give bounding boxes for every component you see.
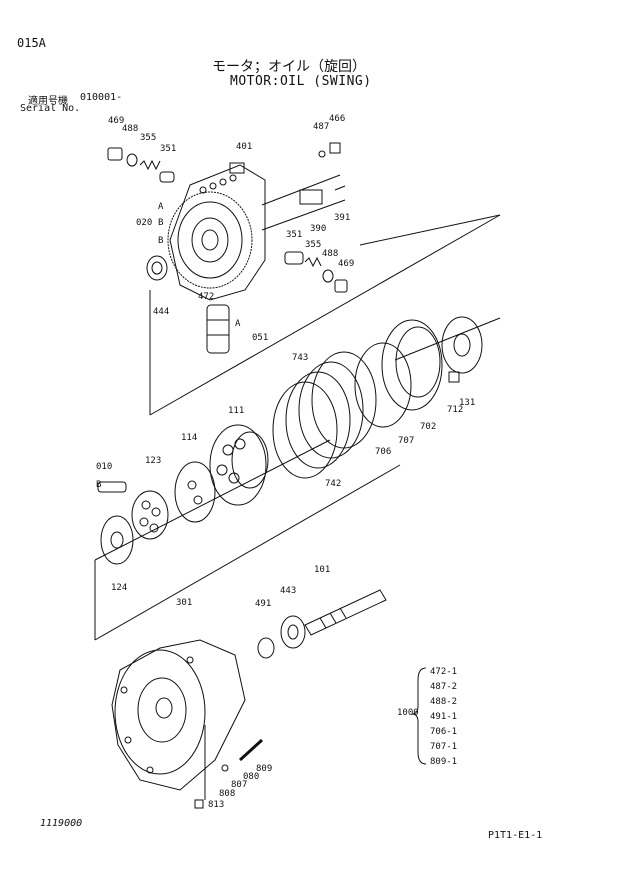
- callout-443: 443: [280, 586, 297, 596]
- callout-124: 124: [111, 583, 128, 593]
- callout-807: 807: [231, 780, 248, 790]
- piston-assy-123-part: [131, 490, 169, 540]
- bolt-466-part: [329, 142, 341, 154]
- callout-487: 487: [313, 122, 330, 132]
- callout-712: 712: [447, 405, 464, 415]
- kit-number: 1000: [397, 708, 419, 718]
- callout-707: 707: [398, 436, 415, 446]
- callout-123: 123: [145, 456, 162, 466]
- plug-469-part: [107, 147, 123, 161]
- plate-124-part: [100, 515, 134, 565]
- callout-301: 301: [176, 598, 193, 608]
- callout-101: 101: [314, 565, 331, 575]
- retainer-plate-114-part: [174, 461, 216, 523]
- serial-number-value: 010001-: [80, 92, 123, 103]
- callout-B: B: [96, 480, 102, 490]
- plug-401-part: [229, 162, 245, 174]
- callout-472: 472: [198, 292, 215, 302]
- callout-390: 390: [310, 224, 327, 234]
- callout-469: 469: [108, 116, 125, 126]
- callout-355: 355: [305, 240, 322, 250]
- callout-444: 444: [153, 307, 170, 317]
- callout-742: 742: [325, 479, 342, 489]
- callout-114: 114: [181, 433, 198, 443]
- footer-reference: 1119000: [40, 818, 83, 829]
- spring-355-part: [139, 159, 161, 171]
- callout-020: 020: [136, 218, 153, 228]
- plate-131-part: [441, 316, 483, 374]
- callout-813: 813: [208, 800, 225, 810]
- kit-item: 488-2: [430, 697, 458, 707]
- o-ring-706-part: [354, 342, 412, 428]
- brake-piston-702-part: [381, 319, 443, 411]
- callout-351: 351: [160, 144, 177, 154]
- callout-B: B: [158, 236, 164, 246]
- callout-469: 469: [338, 259, 355, 269]
- drive-shaft-101-part: [304, 589, 387, 636]
- o-ring-488-part: [126, 153, 138, 167]
- callout-051: 051: [252, 333, 269, 343]
- kit-item: 809-1: [430, 757, 458, 767]
- motor-housing-301-part: [111, 639, 246, 791]
- spool-351-part: [159, 171, 175, 183]
- callout-A: A: [158, 202, 164, 212]
- footer-page-id: P1T1-E1-1: [488, 830, 543, 841]
- serial-label-japanese: 適用号機: [28, 96, 68, 107]
- callout-488: 488: [122, 124, 139, 134]
- callout-080: 080: [243, 772, 260, 782]
- kit-item-list: 472-1 487-2 488-2 491-1 706-1 707-1 809-…: [430, 665, 457, 770]
- kit-item: 472-1: [430, 667, 458, 677]
- page-title-english: MOTOR:OIL (SWING): [230, 74, 372, 89]
- kit-item: 487-2: [430, 682, 458, 692]
- callout-351: 351: [286, 230, 303, 240]
- callout-702: 702: [420, 422, 437, 432]
- page-title-japanese: モータ；オイル（旋回）: [212, 59, 366, 75]
- kit-item: 707-1: [430, 742, 458, 752]
- page-code: 015A: [17, 36, 46, 50]
- callout-355: 355: [140, 133, 157, 143]
- callout-488: 488: [322, 249, 339, 259]
- plate-390-part: [299, 189, 323, 205]
- callout-391: 391: [334, 213, 351, 223]
- bearing-443-part: [280, 615, 306, 649]
- serial-label-english: Serial No.: [20, 103, 81, 114]
- callout-401: 401: [236, 142, 253, 152]
- callout-A: A: [235, 319, 241, 329]
- callout-743: 743: [292, 353, 309, 363]
- callout-010: 010: [96, 462, 113, 472]
- callout-111: 111: [228, 406, 245, 416]
- plate-set-743-part: [272, 351, 377, 479]
- valve-casing-part: [169, 164, 346, 301]
- collar-491-part: [257, 637, 275, 659]
- callout-466: 466: [329, 114, 346, 124]
- callout-B: B: [158, 218, 164, 228]
- kit-item: 491-1: [430, 712, 458, 722]
- callout-809: 809: [256, 764, 273, 774]
- cylinder-block-111-part: [209, 424, 269, 506]
- callout-808: 808: [219, 789, 236, 799]
- callout-131: 131: [459, 398, 476, 408]
- callout-491: 491: [255, 599, 272, 609]
- kit-item: 706-1: [430, 727, 458, 737]
- callout-706: 706: [375, 447, 392, 457]
